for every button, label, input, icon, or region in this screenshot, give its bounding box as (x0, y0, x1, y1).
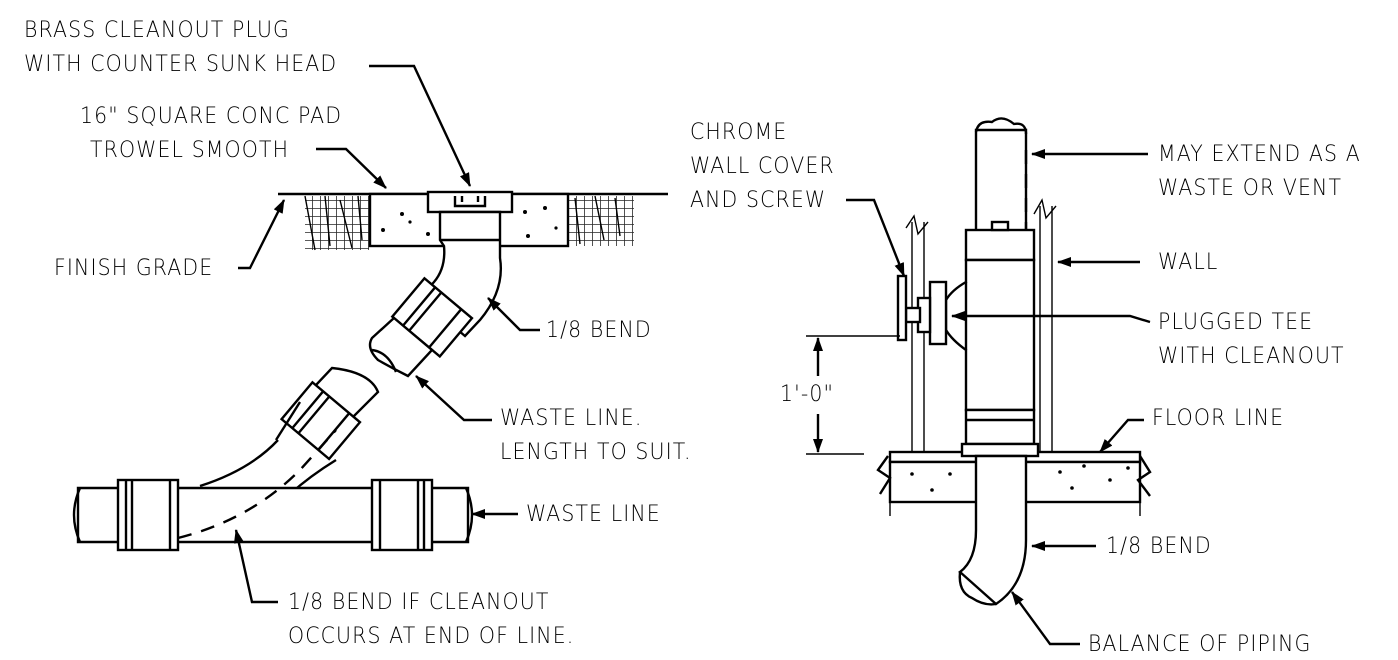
leader-cover (846, 198, 906, 277)
label-floor-line: FLOOR LINE (1152, 406, 1285, 431)
earth-hatch-left (304, 195, 369, 251)
earth-hatch-right (568, 195, 634, 246)
label-cover-line3: AND SCREW (690, 188, 827, 213)
leader-grade (238, 199, 286, 270)
label-cover-line2: WALL COVER (690, 154, 835, 179)
label-end-line1: 1/8 BEND IF CLEANOUT (288, 590, 550, 615)
lower-bend (958, 454, 1028, 606)
label-extend-line2: WASTE OR VENT (1158, 176, 1343, 201)
pipe-break-left (72, 487, 82, 543)
left-cleanout-detail (72, 64, 668, 604)
label-balance: BALANCE OF PIPING (1088, 632, 1312, 657)
label-tee-line2: WITH CLEANOUT (1158, 344, 1345, 369)
hub-coupling-right (370, 478, 434, 552)
upper-hub (964, 220, 1036, 262)
chrome-wall-cover (896, 274, 908, 342)
optional-bend-dashed (177, 429, 337, 540)
wall-lines (905, 198, 1057, 454)
tee-cleanout-plug (928, 280, 948, 346)
label-bend-right: 1/8 BEND (1106, 534, 1212, 559)
label-waste-line1: WASTE LINE. (500, 406, 643, 431)
leader-plug (369, 64, 472, 187)
right-cleanout-detail (806, 117, 1152, 646)
floor-flange (960, 442, 1040, 458)
wye-edge (274, 401, 302, 441)
pipe-break-bottom (958, 571, 997, 606)
hub-coupling-left (116, 478, 180, 552)
leader-bend (487, 297, 540, 332)
label-dimension: 1'-0" (780, 382, 835, 407)
label-end-line2: OCCURS AT END OF LINE. (288, 624, 575, 649)
label-waste-line2: LENGTH TO SUIT. (500, 440, 692, 465)
leader-balance (1011, 591, 1080, 646)
pipe-stub-upper (368, 316, 434, 378)
label-wall: WALL (1158, 250, 1219, 275)
cover-screw (904, 306, 922, 324)
leader-tee (951, 311, 1151, 324)
label-cover-line1: CHROME (690, 120, 788, 145)
dimension-1-0 (806, 335, 900, 455)
concrete-aggregate (381, 206, 558, 238)
leader-end (233, 529, 278, 604)
leader-waste (415, 375, 492, 422)
label-pad-line2: TROWEL SMOOTH (90, 138, 290, 163)
brass-cleanout-plug (426, 190, 514, 214)
hub-coupling-upper (390, 276, 474, 359)
leader-pad (316, 147, 387, 189)
pipe-break-top (974, 117, 1028, 135)
label-pad-line1: 16" SQUARE CONC PAD (80, 104, 343, 129)
plug-head (453, 196, 487, 208)
label-plug-line2: WITH COUNTER SUNK HEAD (24, 52, 338, 77)
label-finish-grade: FINISH GRADE (54, 256, 214, 281)
lower-hub (964, 408, 1036, 446)
label-bend-left: 1/8 BEND (546, 318, 652, 343)
label-main-waste: WASTE LINE (526, 502, 661, 527)
label-extend-line1: MAY EXTEND AS A (1158, 142, 1361, 167)
label-plug-line1: BRASS CLEANOUT PLUG (24, 18, 291, 43)
label-tee-line1: PLUGGED TEE (1158, 310, 1314, 335)
leader-floor (1099, 418, 1144, 453)
plugged-tee (944, 258, 1036, 412)
pipe-break-upper (371, 348, 398, 373)
bend-lower-outer (199, 439, 279, 488)
